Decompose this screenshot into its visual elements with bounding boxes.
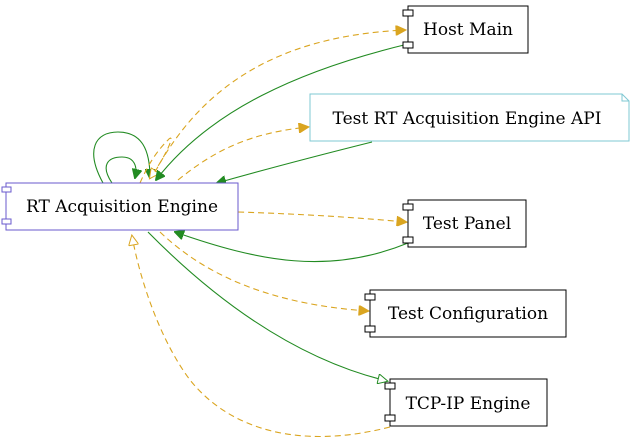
test-panel-port-icon xyxy=(402,203,414,211)
edge-rt-self-loop-inner xyxy=(105,156,136,184)
edge-rt-to-test-config xyxy=(159,231,368,311)
node-test-configuration: Test Configuration xyxy=(364,289,567,338)
test-config-box xyxy=(369,289,567,338)
test-config-port-icon xyxy=(364,325,376,333)
edge-tcp-engine-to-rt xyxy=(132,236,391,437)
test-panel-port-icon xyxy=(402,236,414,244)
edge-rt-to-host-main xyxy=(154,30,405,173)
tcp-engine-label: TCP-IP Engine xyxy=(406,394,531,414)
test-panel-box xyxy=(407,199,527,248)
api-note-fold-icon xyxy=(621,94,629,102)
host-main-port-icon xyxy=(402,9,414,17)
edge-rt-to-api xyxy=(177,127,308,181)
node-rt-acquisition-engine: RT Acquisition Engine xyxy=(1,182,239,231)
host-main-box xyxy=(407,5,529,54)
rt-engine-box xyxy=(5,182,239,231)
api-note-label: Test RT Acquisition Engine API xyxy=(333,109,602,129)
node-test-api-note: Test RT Acquisition Engine API xyxy=(309,93,630,142)
test-config-label: Test Configuration xyxy=(388,304,548,324)
rt-engine-port-icon xyxy=(1,218,12,225)
edge-rt-self-loop-dashed xyxy=(139,137,172,184)
edge-host-main-to-rt xyxy=(156,43,409,180)
edges xyxy=(93,30,409,437)
node-tcp-ip-engine: TCP-IP Engine xyxy=(384,378,548,427)
node-test-panel: Test Panel xyxy=(402,199,527,248)
edge-rt-to-test-panel xyxy=(237,211,406,222)
edge-test-panel-to-rt xyxy=(175,232,409,263)
tcp-engine-port-icon xyxy=(384,382,396,390)
edge-api-to-rt xyxy=(217,141,373,183)
tcp-engine-port-icon xyxy=(384,414,396,422)
test-config-port-icon xyxy=(364,293,376,301)
host-main-label: Host Main xyxy=(423,20,513,40)
api-note-box xyxy=(309,93,630,142)
node-host-main: Host Main xyxy=(402,5,529,54)
edge-rt-to-tcp-engine xyxy=(147,231,387,381)
test-panel-label: Test Panel xyxy=(423,214,511,234)
rt-engine-label: RT Acquisition Engine xyxy=(26,197,218,217)
edge-rt-self-loop-outer xyxy=(93,131,150,184)
host-main-port-icon xyxy=(402,41,414,49)
rt-engine-port-icon xyxy=(1,186,12,193)
tcp-engine-box xyxy=(389,378,548,427)
